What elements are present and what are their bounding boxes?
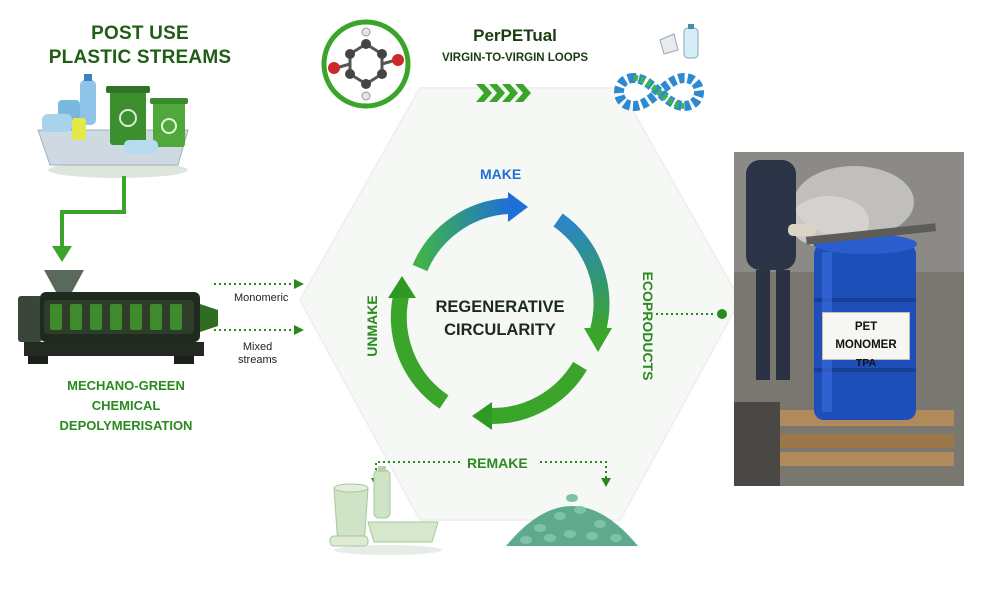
unmake-label: UNMAKE [364, 295, 380, 357]
depolymerisation-label: MECHANO-GREEN CHEMICAL DEPOLYMERISATION [26, 376, 226, 436]
flow-arrow-down [52, 176, 126, 262]
extruder-machine-image [18, 270, 218, 364]
recycled-pellets-image [506, 494, 638, 546]
post-use-title-line2: PLASTIC STREAMS [48, 47, 232, 68]
perpetual-title: PerPETual [473, 26, 557, 45]
perpetual-block: PerPETual VIRGIN-TO-VIRGIN LOOPS [430, 26, 600, 64]
infinity-loop-icon [614, 24, 704, 112]
regenerative-cycle-diagram [388, 192, 612, 430]
mixed-streams-label: Mixed streams [238, 341, 277, 367]
ecoproducts-connector [656, 309, 727, 319]
make-label: MAKE [480, 166, 522, 182]
remake-label: REMAKE [467, 455, 528, 471]
depolymerisation-line1: MECHANO-GREEN [67, 378, 185, 393]
remake-arrowhead [472, 402, 492, 430]
stream-arrows [214, 279, 304, 335]
drum-label-line1: PET MONOMER [835, 321, 897, 351]
monomeric-label: Monomeric [234, 292, 289, 304]
drum-label: PET MONOMER TPA [822, 312, 910, 369]
cycle-center-label: REGENERATIVE CIRCULARITY [420, 296, 580, 342]
pet-monomer-photo: PET MONOMER TPA [734, 152, 964, 486]
post-use-title-line1: POST USE [91, 23, 189, 44]
plastic-waste-bins-image [37, 74, 189, 178]
perpetual-subtitle: VIRGIN-TO-VIRGIN LOOPS [441, 52, 589, 64]
mixed-streams-line2: streams [238, 354, 278, 366]
post-use-title: POST USE PLASTIC STREAMS [40, 22, 240, 70]
chevrons-right-icon [476, 84, 531, 102]
cycle-center-line2: CIRCULARITY [444, 321, 556, 339]
make-arrowhead [508, 192, 528, 222]
molecule-circle-image [321, 19, 411, 109]
ecoproducts-label: ECOPRODUCTS [640, 271, 656, 381]
unmake-arrowhead [388, 276, 416, 298]
drum-label-line2: TPA [855, 357, 877, 369]
mixed-streams-line1: Mixed [242, 341, 273, 353]
ecoproducts-arrowhead [584, 328, 612, 352]
recycled-cups-tray-image [329, 466, 442, 555]
cycle-center-line1: REGENERATIVE [435, 298, 565, 316]
depolymerisation-line3: DEPOLYMERISATION [59, 418, 193, 433]
depolymerisation-line2: CHEMICAL [91, 398, 161, 413]
